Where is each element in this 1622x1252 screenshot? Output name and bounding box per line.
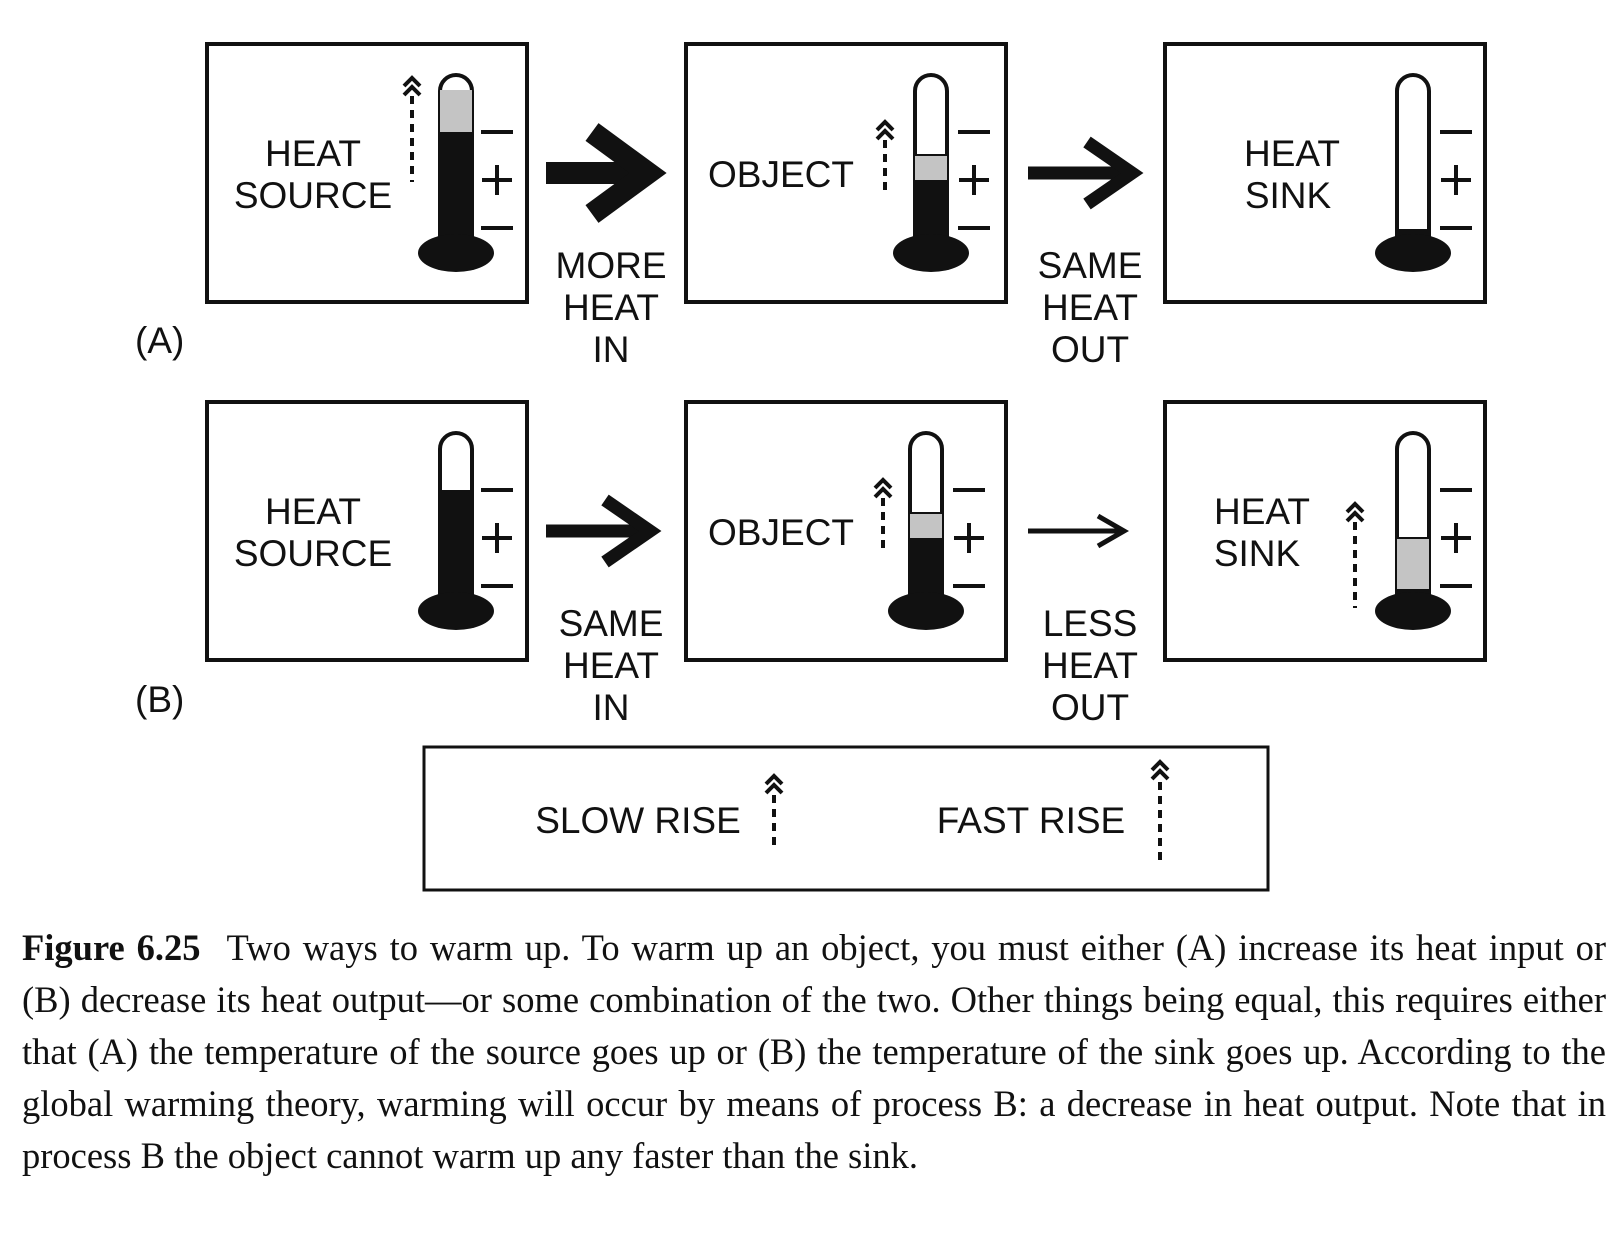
arrow-in-b xyxy=(546,494,662,568)
source-box-a xyxy=(205,42,529,304)
rise-arrow-slow-icon xyxy=(764,774,784,850)
heat-flow-diagram: (A) HEAT SOURCE MORE HEAT IN OBJEC xyxy=(135,42,1487,892)
arrow-in-a xyxy=(546,123,667,223)
rise-arrow-fast-icon xyxy=(1150,760,1170,866)
sink-label-line1: HEAT xyxy=(1214,491,1310,532)
row-b: (B) HEAT SOURCE SAME HEAT IN OBJECT xyxy=(135,400,1487,728)
sink-box-b xyxy=(1163,400,1487,662)
source-label-line2: SOURCE xyxy=(234,533,392,574)
arrow-out-b xyxy=(1028,513,1130,549)
legend-slow-label: SLOW RISE xyxy=(535,800,741,841)
thermometer-icon xyxy=(888,431,985,630)
source-label-line1: HEAT xyxy=(265,133,361,174)
arrow-out-label-2: HEAT xyxy=(1042,645,1138,686)
arrow-in-label-3: IN xyxy=(593,329,630,370)
object-box-b xyxy=(684,400,1008,662)
thermometer-icon xyxy=(1375,431,1472,630)
legend: SLOW RISE FAST RISE xyxy=(422,745,1270,892)
source-label-line2: SOURCE xyxy=(234,175,392,216)
thermometer-icon xyxy=(893,73,990,272)
figure-number: Figure 6.25 xyxy=(22,927,201,968)
object-label: OBJECT xyxy=(708,154,854,195)
object-box-a xyxy=(684,42,1008,304)
sink-label-line1: HEAT xyxy=(1244,133,1340,174)
arrow-in-label-1: MORE xyxy=(556,245,667,286)
row-a: (A) HEAT SOURCE MORE HEAT IN OBJEC xyxy=(135,42,1487,370)
arrow-in-label-2: HEAT xyxy=(563,645,659,686)
source-box-b xyxy=(205,400,529,662)
arrow-out-label-1: SAME xyxy=(1038,245,1143,286)
rise-arrow-slow-icon xyxy=(875,120,895,194)
arrow-out-label-3: OUT xyxy=(1051,687,1129,728)
arrow-in-label-3: IN xyxy=(593,687,630,728)
thermometer-icon xyxy=(418,73,513,272)
row-a-label: (A) xyxy=(135,320,184,361)
thermometer-icon xyxy=(418,431,513,630)
arrow-out-label-1: LESS xyxy=(1043,603,1138,644)
source-label-line1: HEAT xyxy=(265,491,361,532)
sink-label-line2: SINK xyxy=(1214,533,1301,574)
legend-fast-label: FAST RISE xyxy=(937,800,1126,841)
sink-label-line2: SINK xyxy=(1245,175,1332,216)
thermometer-icon xyxy=(1375,73,1472,272)
arrow-out-label-2: HEAT xyxy=(1042,287,1138,328)
sink-box-a xyxy=(1163,42,1487,304)
caption-text: Two ways to warm up. To warm up an objec… xyxy=(22,927,1606,1176)
arrow-out-label-3: OUT xyxy=(1051,329,1129,370)
rise-arrow-fast-icon xyxy=(1345,502,1365,608)
rise-arrow-slow-icon xyxy=(873,478,893,552)
arrow-in-label-2: HEAT xyxy=(563,287,659,328)
row-b-label: (B) xyxy=(135,679,184,720)
arrow-out-a xyxy=(1028,136,1144,210)
arrow-in-label-1: SAME xyxy=(559,603,664,644)
legend-box xyxy=(422,745,1270,892)
object-label: OBJECT xyxy=(708,512,854,553)
rise-arrow-fast-icon xyxy=(402,76,422,182)
